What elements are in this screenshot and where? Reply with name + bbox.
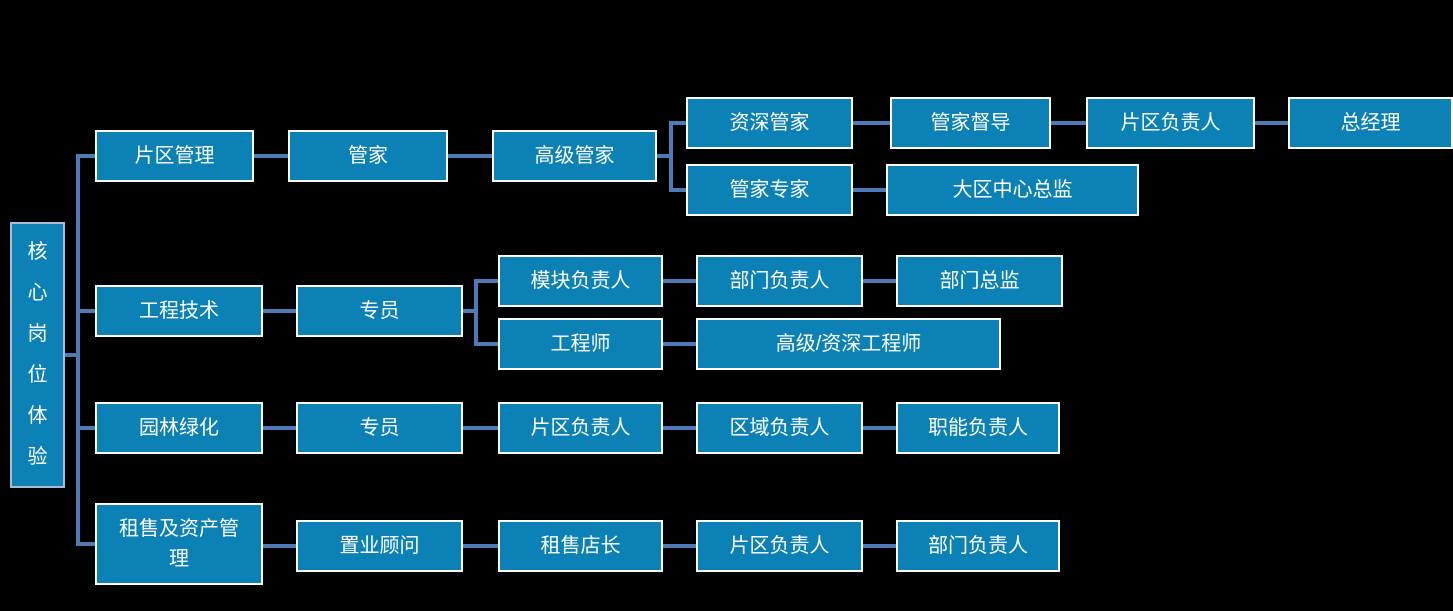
node-engineer: 工程师 [498, 318, 663, 370]
connector [1051, 121, 1086, 125]
connector [463, 309, 476, 313]
connector-branch1-vertical [669, 121, 673, 192]
node-senior-engineer: 高级/资深工程师 [696, 318, 1001, 370]
connector [863, 544, 896, 548]
node-area-management: 片区管理 [95, 130, 254, 182]
node-module-leader: 模块负责人 [498, 255, 663, 307]
node-leasing-store-manager: 租售店长 [498, 520, 663, 572]
connector-row2-stub [78, 309, 95, 313]
connector-root-stub [65, 353, 78, 357]
connector [863, 426, 896, 430]
connector [663, 544, 696, 548]
connector [478, 279, 498, 283]
connector [673, 188, 686, 192]
node-functional-leader: 职能负责人 [896, 402, 1060, 454]
node-region-center-director: 大区中心总监 [886, 164, 1139, 216]
connector [1255, 121, 1288, 125]
connector-row4-stub [78, 542, 95, 546]
connector-trunk [76, 154, 80, 546]
node-area-leader-landscaping: 片区负责人 [498, 402, 663, 454]
node-area-leader-leasing: 片区负责人 [696, 520, 863, 572]
node-general-manager: 总经理 [1288, 97, 1453, 149]
connector [663, 279, 696, 283]
connector-row1-stub [78, 154, 95, 158]
node-dept-leader-engineering: 部门负责人 [696, 255, 863, 307]
node-core-positions-root: 核心岗位体验 [10, 222, 65, 488]
node-regional-leader: 区域负责人 [696, 402, 863, 454]
node-leasing-asset-mgmt: 租售及资产管理 [95, 503, 263, 585]
connector-row3-stub [78, 426, 95, 430]
connector [478, 342, 498, 346]
connector-branch2-vertical [474, 279, 478, 346]
node-veteran-housekeeper: 资深管家 [686, 97, 853, 149]
node-engineering-tech: 工程技术 [95, 285, 263, 337]
connector [853, 188, 886, 192]
connector [663, 426, 696, 430]
connector [263, 544, 296, 548]
node-property-consultant: 置业顾问 [296, 520, 463, 572]
node-housekeeper: 管家 [288, 130, 448, 182]
node-housekeeper-expert: 管家专家 [686, 164, 853, 216]
connector [863, 279, 896, 283]
connector [673, 121, 686, 125]
root-label: 核心岗位体验 [27, 241, 48, 468]
node-landscaping: 园林绿化 [95, 402, 263, 454]
connector [254, 154, 288, 158]
connector [448, 154, 492, 158]
node-specialist-engineering: 专员 [296, 285, 463, 337]
connector [663, 342, 696, 346]
connector [263, 309, 296, 313]
node-dept-leader-leasing: 部门负责人 [896, 520, 1060, 572]
connector [657, 154, 671, 158]
connector [853, 121, 890, 125]
node-area-leader-housekeeping: 片区负责人 [1086, 97, 1255, 149]
node-housekeeper-supervisor: 管家督导 [890, 97, 1051, 149]
node-specialist-landscaping: 专员 [296, 402, 463, 454]
connector [263, 426, 296, 430]
node-dept-director: 部门总监 [896, 255, 1063, 307]
connector [463, 426, 498, 430]
node-senior-housekeeper: 高级管家 [492, 130, 657, 182]
connector [463, 544, 498, 548]
